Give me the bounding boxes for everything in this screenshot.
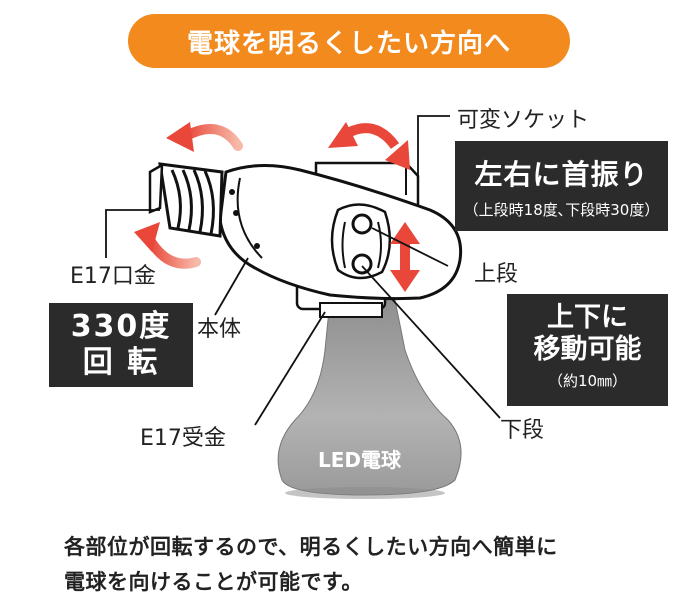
label-e17-receiver: E17受金 bbox=[140, 426, 226, 451]
label-led-bulb: LED電球 bbox=[318, 448, 402, 472]
updown-note: （約10㎜） bbox=[547, 372, 628, 390]
swing-arrow bbox=[328, 122, 410, 170]
swing-info-box: 左右に首振り （上段時18度､下段時30度） bbox=[455, 141, 668, 231]
rotate-info-box: 330度 回 転 bbox=[49, 303, 193, 387]
title-banner: 電球を明るくしたい方向へ bbox=[128, 14, 570, 68]
label-lower-stage: 下段 bbox=[500, 418, 545, 443]
e17-cap bbox=[148, 162, 224, 238]
label-variable-socket: 可変ソケット bbox=[457, 108, 590, 133]
adjust-knob bbox=[330, 203, 391, 280]
updown-info-box: 上下に 移動可能 （約10㎜） bbox=[507, 294, 668, 406]
label-upper-stage: 上段 bbox=[474, 262, 519, 287]
updown-title-2: 移動可能 bbox=[533, 334, 642, 365]
rotate-title-2: 回 転 bbox=[82, 345, 160, 380]
led-bulb bbox=[277, 299, 462, 499]
label-e17-cap: E17口金 bbox=[70, 264, 156, 289]
swing-note: （上段時18度､下段時30度） bbox=[463, 201, 660, 219]
title-text: 電球を明るくしたい方向へ bbox=[186, 28, 511, 59]
leader-lines bbox=[105, 115, 501, 426]
rotate-arrow-top bbox=[166, 122, 243, 152]
footer-line-2: 電球を向けることが可能です。 bbox=[64, 570, 363, 594]
updown-arrow bbox=[390, 222, 420, 292]
label-body: 本体 bbox=[197, 317, 242, 342]
updown-title-1: 上下に bbox=[547, 302, 628, 333]
rotate-arrow-bottom bbox=[134, 222, 201, 269]
swing-title: 左右に首振り bbox=[474, 158, 649, 191]
footer-line-1: 各部位が回転するので、明るくしたい方向へ簡単に bbox=[64, 535, 558, 559]
rotate-title-1: 330度 bbox=[70, 309, 172, 344]
